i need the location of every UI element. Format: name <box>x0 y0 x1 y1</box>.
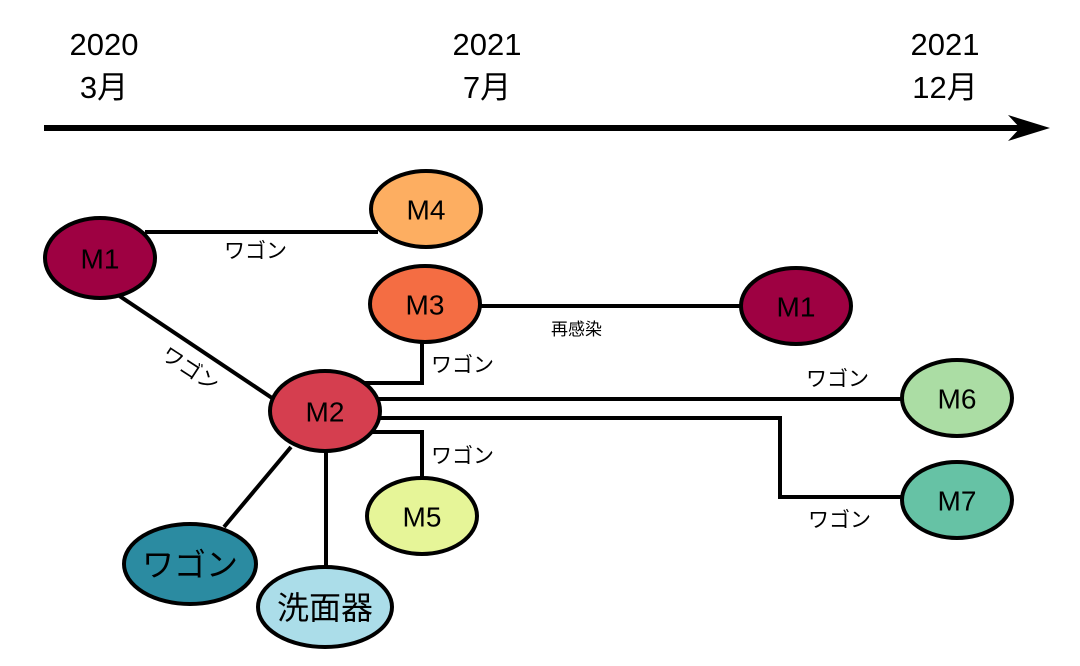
edge-m2-m3 <box>358 340 424 385</box>
tick-year-2: 2021 <box>911 27 980 62</box>
node-basin-shape <box>256 565 394 649</box>
timeline: 2020 3月 2021 7月 2021 12月 <box>44 27 1050 141</box>
tick-month-1: 7月 <box>463 70 511 105</box>
node-m5-shape <box>365 476 479 556</box>
node-wagon[interactable]: ワゴン <box>122 522 258 606</box>
node-m6[interactable]: M6 <box>900 358 1014 438</box>
node-m5-label: M5 <box>403 502 442 533</box>
node-m3[interactable]: M3 <box>368 264 482 344</box>
edge-label-m1-m4: ワゴン <box>224 240 287 263</box>
edge-label-m2-m3: ワゴン <box>431 354 494 377</box>
edges <box>116 230 903 567</box>
node-m4-shape <box>369 169 483 249</box>
edge-label-m2-m5: ワゴン <box>431 445 494 468</box>
tick-month-2: 12月 <box>912 70 977 105</box>
edge-label-m1-m2: ワゴン <box>157 343 222 397</box>
edge-m2-m5 <box>370 430 424 478</box>
node-m2[interactable]: M2 <box>268 369 382 453</box>
node-m3-shape <box>368 264 482 344</box>
tick-year-0: 2020 <box>70 27 139 62</box>
timeline-arrowhead-icon <box>1008 115 1050 141</box>
node-wagon-label: ワゴン <box>142 547 238 583</box>
node-m1-start[interactable]: M1 <box>43 216 157 300</box>
node-m4-label: M4 <box>407 195 446 226</box>
edge-m2-m7 <box>378 416 903 499</box>
node-m1-start-label: M1 <box>81 244 120 275</box>
node-m6-shape <box>900 358 1014 438</box>
node-wagon-shape <box>122 522 258 606</box>
edge-label-m3-m1: 再感染 <box>551 320 602 339</box>
node-m7-shape <box>900 460 1014 540</box>
node-m2-shape <box>268 369 382 453</box>
edge-label-m2-m6: ワゴン <box>806 368 869 391</box>
node-m1-end-label: M1 <box>777 292 816 323</box>
node-m3-label: M3 <box>406 290 445 321</box>
node-basin[interactable]: 洗面器 <box>256 565 394 649</box>
node-m1-start-shape <box>43 216 157 300</box>
node-m4[interactable]: M4 <box>369 169 483 249</box>
tick-month-0: 3月 <box>80 70 128 105</box>
node-m7[interactable]: M7 <box>900 460 1014 540</box>
edge-label-m2-m7: ワゴン <box>808 509 871 532</box>
node-m7-label: M7 <box>938 486 977 517</box>
edge-m2-wagon <box>222 445 293 529</box>
tick-year-1: 2021 <box>453 27 522 62</box>
node-m6-label: M6 <box>938 384 977 415</box>
node-m2-label: M2 <box>306 397 345 428</box>
node-basin-label: 洗面器 <box>277 590 373 626</box>
edge-m1-m2 <box>116 293 277 402</box>
node-m1-end-shape <box>739 266 853 346</box>
node-m5[interactable]: M5 <box>365 476 479 556</box>
node-m1-end[interactable]: M1 <box>739 266 853 346</box>
